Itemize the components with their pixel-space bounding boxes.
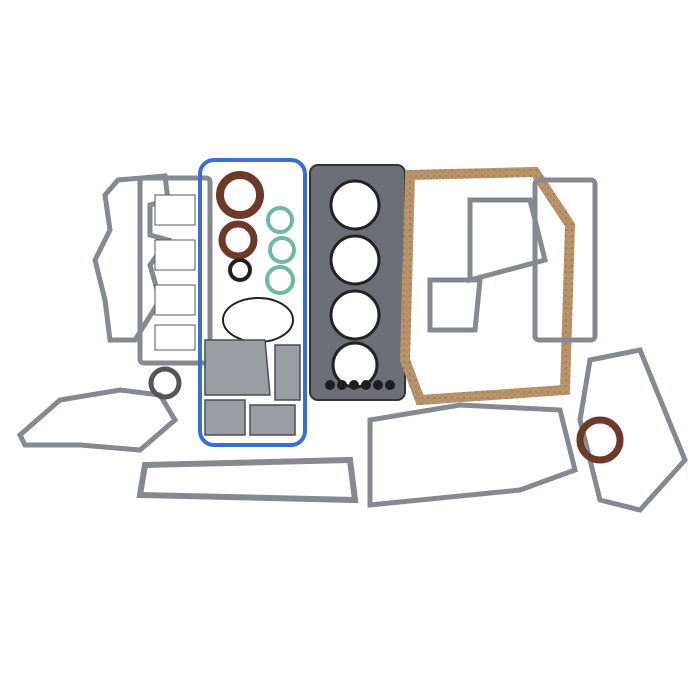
oil-pan-gasket — [399, 166, 576, 406]
cylinder-head-gasket — [309, 164, 406, 401]
valve-stem-seals — [325, 380, 395, 390]
misc-gaskets-center — [427, 197, 549, 333]
timing-cover-gasket-right — [577, 347, 688, 513]
intake-port-holes — [154, 194, 196, 351]
lower-exhaust-gasket — [136, 456, 359, 504]
black-o-ring — [222, 297, 294, 343]
water-pump-gasket-left — [16, 387, 179, 453]
timing-cover-gasket — [367, 402, 578, 508]
oil-seals — [216, 171, 264, 282]
front-crank-seal-left — [148, 366, 182, 400]
rear-main-seal — [576, 416, 624, 464]
throttle-gaskets — [204, 339, 301, 436]
exhaust-manifold-gasket-right — [532, 177, 598, 343]
o-rings — [265, 206, 296, 295]
valve-cover-gasket — [198, 158, 307, 447]
